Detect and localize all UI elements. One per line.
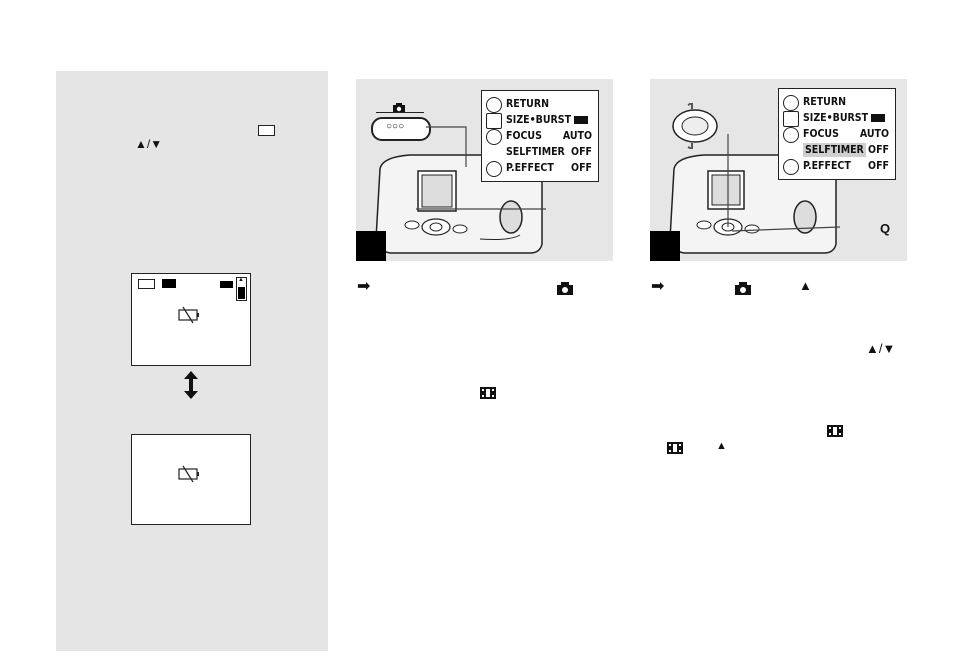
battery-empty-icon	[178, 465, 199, 483]
menu-row-size-burst[interactable]: SIZE•BURST	[783, 111, 891, 127]
menu-screen: RETURN SIZE•BURST FOCUS AUTO SELFTIMER O…	[481, 90, 599, 182]
mode-indicator-block	[162, 279, 176, 288]
movie-icon	[827, 425, 843, 437]
callout-lines	[727, 134, 841, 232]
movie-icon	[667, 442, 683, 454]
double-arrow-icon	[184, 371, 198, 399]
mode-switch[interactable]: ○○○	[371, 117, 431, 141]
zoom-callout-label: Q	[880, 221, 891, 236]
menu-row-return[interactable]: RETURN	[783, 95, 891, 111]
menu-row-size-burst[interactable]: SIZE•BURST	[486, 113, 594, 129]
menu-row-selftimer[interactable]: SELFTIMER OFF	[506, 146, 592, 158]
size-indicator	[871, 114, 885, 122]
toolbox-icon	[783, 127, 799, 143]
camera-illustration-left: ○○○ RETURN SIZE•BURST FOCUS AUTO	[356, 79, 613, 261]
up-down-arrows: ▲/▼	[135, 137, 163, 151]
lcd-display-with-indicators: ▲	[131, 273, 251, 366]
camera-illustration-right: Q RETURN SIZE•BURST FOCUS AUTO SELFTIMER…	[650, 79, 907, 261]
arrow-right-icon: ➡	[651, 278, 665, 295]
control-dial-icon	[672, 103, 718, 149]
frame-icon	[258, 125, 275, 136]
effect-icon	[486, 161, 502, 177]
toolbox-icon	[486, 129, 502, 145]
lens-dial	[793, 200, 817, 234]
mode-dial-dots: ○○○	[386, 121, 405, 132]
step-number-box	[356, 231, 386, 261]
camera-mode-icon	[393, 103, 405, 113]
movie-icon	[480, 387, 496, 399]
menu-row-focus[interactable]: FOCUS AUTO	[486, 129, 594, 145]
frame-icon	[783, 111, 799, 127]
callout-lines	[416, 126, 546, 210]
effect-icon	[783, 159, 799, 175]
up-arrow-icon: ▲	[799, 278, 812, 293]
arrow-right-icon: ➡	[357, 278, 371, 295]
menu-row-p-effect[interactable]: P.EFFECT OFF	[783, 159, 891, 175]
size-indicator	[574, 116, 588, 124]
battery-icon	[138, 279, 155, 289]
camera-icon	[735, 282, 751, 295]
up-arrow-icon: ▲	[716, 440, 727, 452]
capacity-bar: ▲	[236, 277, 247, 301]
lcd-display-plain	[131, 434, 251, 525]
camera-icon	[557, 282, 573, 295]
folder-icon	[220, 281, 233, 288]
menu-screen: RETURN SIZE•BURST FOCUS AUTO SELFTIMER O…	[778, 88, 896, 180]
frame-icon	[486, 113, 502, 129]
menu-row-return[interactable]: RETURN	[486, 97, 594, 113]
menu-row-p-effect[interactable]: P.EFFECT OFF	[486, 161, 594, 177]
battery-empty-icon	[178, 306, 199, 324]
camera-icon	[783, 95, 799, 111]
capacity-up-icon: ▲	[238, 277, 244, 283]
up-down-arrows: ▲/▼	[866, 341, 896, 356]
menu-row-selftimer-selected[interactable]: SELFTIMER OFF	[803, 143, 889, 157]
camera-icon	[486, 97, 502, 113]
step-number-box	[650, 231, 680, 261]
menu-row-focus[interactable]: FOCUS AUTO	[783, 127, 891, 143]
